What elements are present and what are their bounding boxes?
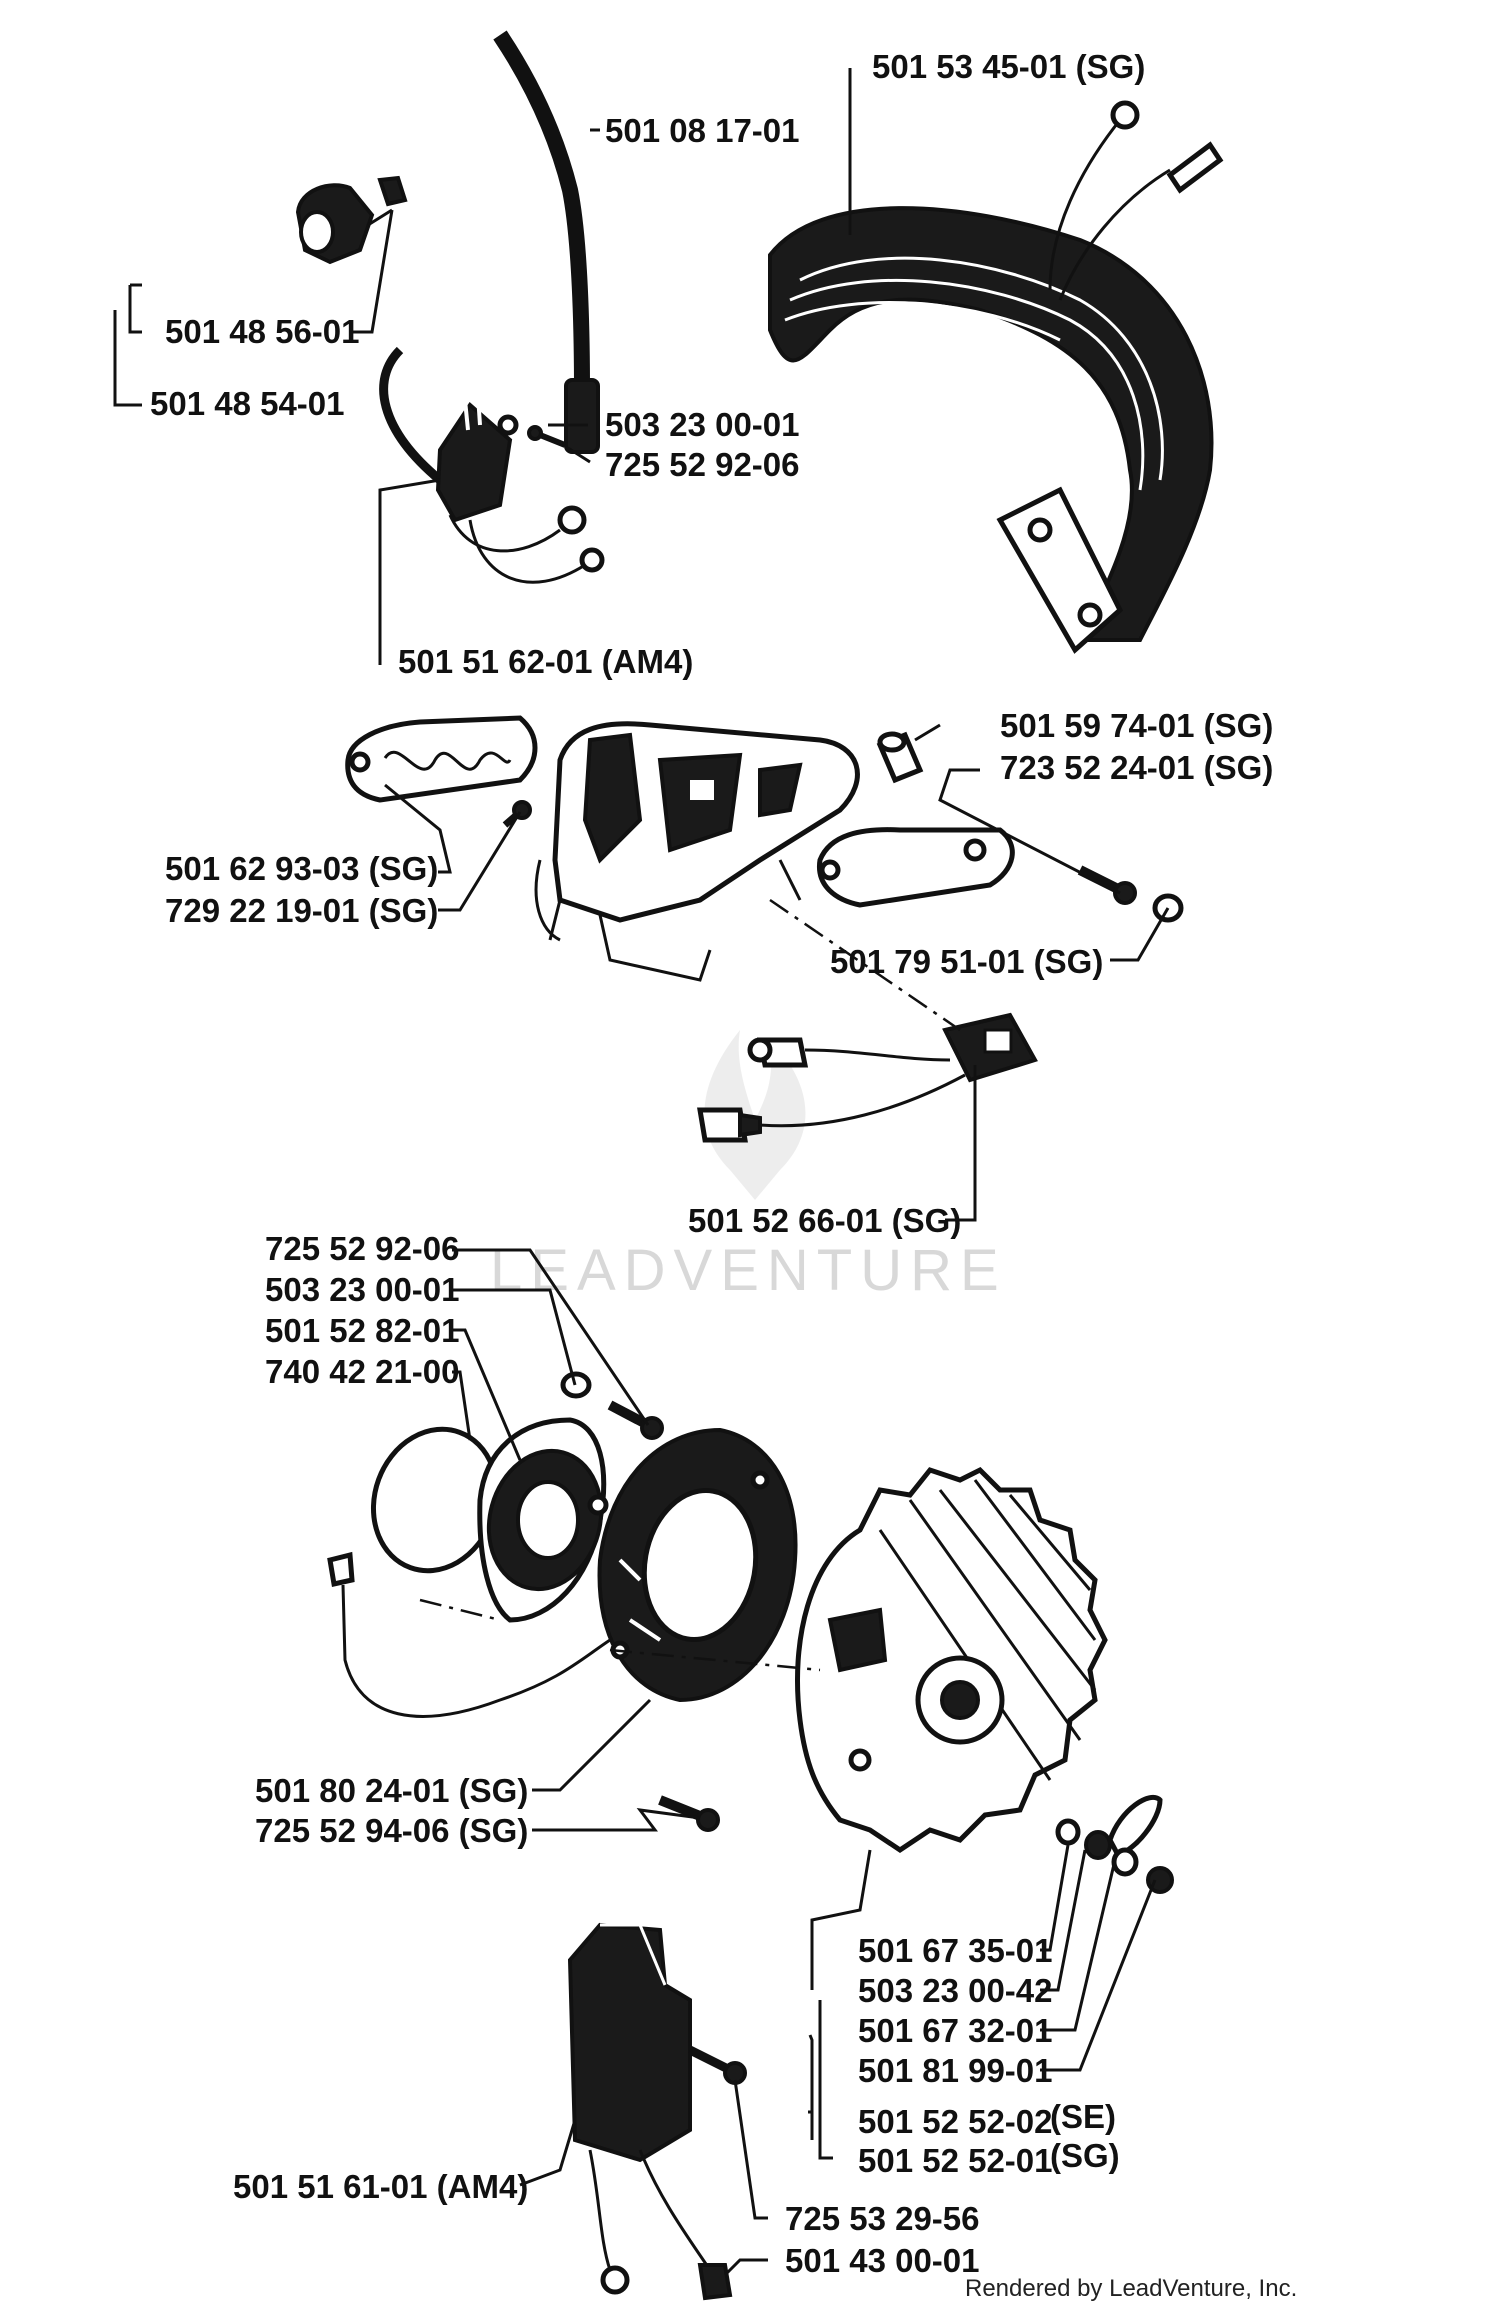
label-729-22-19-01: 729 22 19-01 (SG) xyxy=(165,892,438,929)
credit-text: Rendered by LeadVenture, Inc. xyxy=(965,2275,1297,2302)
label-725-52-92-06-top: 725 52 92-06 xyxy=(605,446,800,483)
washer-nut-parts xyxy=(1055,1794,1174,1894)
label-501-51-61-01: 501 51 61-01 (AM4) xyxy=(233,2168,528,2205)
label-501-79-51-01: 501 79 51-01 (SG) xyxy=(830,943,1103,980)
spark-plug-cap-part xyxy=(295,175,408,265)
label-501-52-52-01: 501 52 52-01 xyxy=(858,2142,1053,2179)
label-725-52-94-06: 725 52 94-06 (SG) xyxy=(255,1812,528,1849)
label-501-62-93-03: 501 62 93-03 (SG) xyxy=(165,850,438,887)
ht-lead-part xyxy=(493,30,600,454)
grommet-part xyxy=(876,731,924,784)
label-501-67-32-01: 501 67 32-01 xyxy=(858,2012,1053,2049)
generator-coil-part xyxy=(597,1427,798,1703)
switch-cover-part xyxy=(345,715,538,803)
label-725-52-92-06: 725 52 92-06 xyxy=(265,1230,460,1267)
label-501-80-24-01: 501 80 24-01 (SG) xyxy=(255,1772,528,1809)
label-501-48-54-01: 501 48 54-01 xyxy=(150,385,345,422)
label-501-81-99-01: 501 81 99-01 xyxy=(858,2052,1053,2089)
bracket-plate-part xyxy=(817,827,1015,908)
coil-plate-part xyxy=(477,1417,609,1623)
label-501-53-45-01: 501 53 45-01 (SG) xyxy=(872,48,1145,85)
label-501-59-74-01: 501 59 74-01 (SG) xyxy=(1000,707,1273,744)
label-725-53-29-56: 725 53 29-56 xyxy=(785,2200,980,2237)
screw-coilplate-part xyxy=(560,1371,664,1440)
label-501-52-66-01: 501 52 66-01 (SG) xyxy=(688,1202,961,1239)
screw-bracket-part xyxy=(1077,865,1184,923)
lead-wire-part xyxy=(327,1551,611,1718)
label-501-43-00-01: 501 43 00-01 xyxy=(785,2242,980,2279)
label-503-23-00-01: 503 23 00-01 xyxy=(265,1271,460,1308)
leader-lines xyxy=(113,68,1170,2277)
label-501-48-56-01: 501 48 56-01 xyxy=(165,313,360,350)
label-501-52-52-02: 501 52 52-02 xyxy=(858,2103,1053,2140)
ignition-module-am4-part xyxy=(379,346,605,584)
flywheel-part xyxy=(795,1466,1108,1854)
stop-switch-part xyxy=(697,1012,1038,1143)
ignition-module-bottom-part xyxy=(567,1922,733,2301)
watermark-logo xyxy=(704,1030,806,1200)
label-501-52-52-01-suffix: (SG) xyxy=(1050,2137,1120,2174)
watermark-text: LEADVENTURE xyxy=(490,1238,1007,1303)
screw-module-part xyxy=(687,2045,747,2085)
label-501-67-35-01: 501 67 35-01 xyxy=(858,1932,1053,1969)
label-503-23-00-42: 503 23 00-42 xyxy=(858,1972,1053,2009)
label-740-42-21-00: 740 42 21-00 xyxy=(265,1353,460,1390)
label-501-51-62-01: 501 51 62-01 (AM4) xyxy=(398,643,693,680)
ignition-coil-part xyxy=(768,100,1224,654)
screw-small-top xyxy=(527,425,567,448)
label-723-52-24-01: 723 52 24-01 (SG) xyxy=(1000,749,1273,786)
label-501-52-52-02-suffix: (SE) xyxy=(1050,2098,1116,2135)
part-number-labels: 501 08 17-01 501 53 45-01 (SG) 501 48 56… xyxy=(150,48,1273,2279)
label-501-08-17-01: 501 08 17-01 xyxy=(605,112,800,149)
screw-flywheel-part xyxy=(658,1795,720,1832)
rear-handle-housing-part xyxy=(534,721,860,982)
label-503-23-00-01-top: 503 23 00-01 xyxy=(605,406,800,443)
label-501-52-82-01: 501 52 82-01 xyxy=(265,1312,460,1349)
